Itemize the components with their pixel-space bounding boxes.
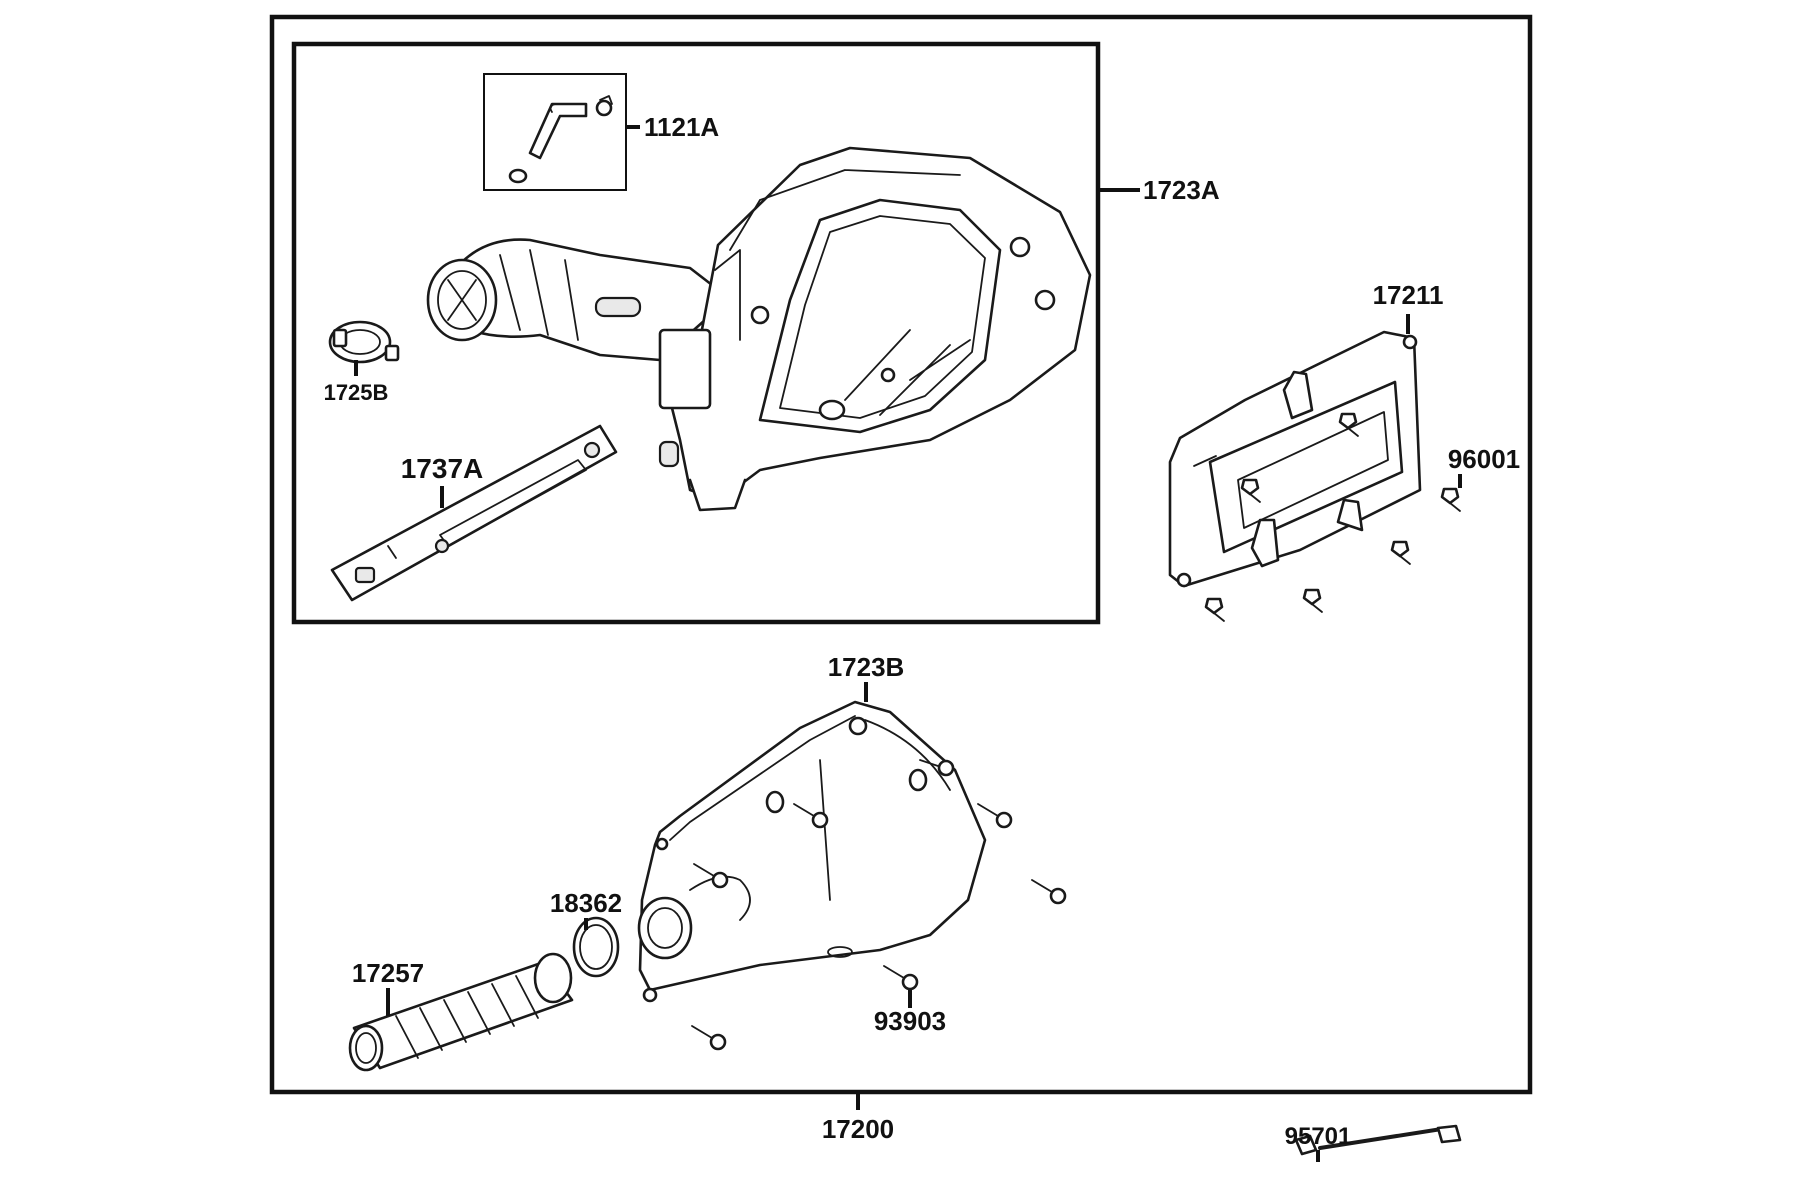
bolt-part	[1294, 1124, 1462, 1156]
air-cleaner-cover-part	[637, 700, 987, 1003]
callout-1723a: 1723A	[1143, 175, 1220, 205]
callout-17211: 17211	[1373, 280, 1444, 310]
callout-1121a: 1121A	[644, 112, 719, 142]
inset-frame-1121a	[483, 73, 627, 191]
callout-1723b: 1723B	[828, 652, 905, 682]
callout-labels: 1121A 1723A 1725B 1737A 17211 96001 1723…	[324, 112, 1521, 1150]
air-filter-element-part	[1168, 330, 1422, 588]
callout-1725b: 1725B	[324, 380, 389, 405]
callout-17257: 17257	[352, 958, 424, 988]
air-cleaner-case-part	[426, 146, 1092, 512]
callout-93903: 93903	[874, 1006, 946, 1036]
hose-clamp-part	[328, 320, 400, 364]
cover-screws-part	[691, 759, 1067, 1051]
inlet-duct-part	[348, 952, 574, 1072]
callout-17200: 17200	[822, 1114, 894, 1144]
drain-tube-kit-part	[330, 424, 618, 602]
subassembly-frame-1723a	[291, 41, 1101, 625]
callout-96001: 96001	[1448, 444, 1520, 474]
callout-1737a: 1737A	[401, 453, 484, 484]
breather-hose-part	[508, 95, 613, 184]
element-screws-part	[1204, 412, 1461, 622]
callout-18362: 18362	[550, 888, 622, 918]
assembly-frame-17200	[269, 14, 1533, 1095]
leader-lines	[354, 125, 1462, 1162]
duct-clamp-ring-part	[572, 916, 620, 978]
callout-95701: 95701	[1285, 1123, 1352, 1150]
